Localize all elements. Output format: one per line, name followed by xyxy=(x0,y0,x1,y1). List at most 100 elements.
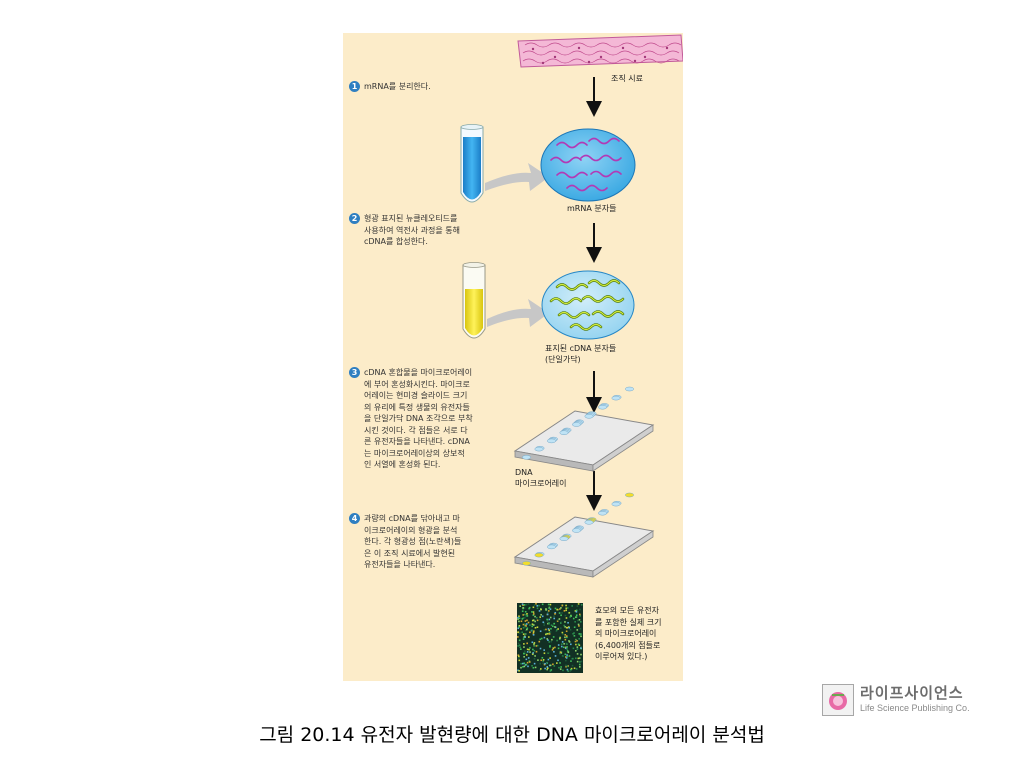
microarray-dot xyxy=(525,603,528,606)
microarray-dot xyxy=(523,604,526,606)
microarray-dot xyxy=(575,639,577,642)
microarray-dot xyxy=(517,636,519,638)
microarray-dot xyxy=(575,610,578,613)
microarray-dot xyxy=(548,629,551,632)
microarray-dot xyxy=(564,614,567,617)
microarray-dot xyxy=(541,603,544,606)
microarray-dot xyxy=(559,637,561,640)
microarray-dot xyxy=(518,632,521,634)
microarray-dot xyxy=(577,603,580,605)
microarray-dot xyxy=(524,626,526,629)
microarray-dot xyxy=(569,628,572,631)
microarray-dot xyxy=(518,659,521,662)
microarray-dot xyxy=(545,633,547,636)
microarray-dot xyxy=(556,662,558,664)
microarray-dot xyxy=(538,604,540,607)
microarray-dot xyxy=(571,605,573,607)
microarray-dot xyxy=(539,616,542,618)
microarray-dot xyxy=(518,617,521,620)
microarray-dot xyxy=(559,651,562,654)
microarray-dot xyxy=(574,620,576,623)
microarray-dot xyxy=(575,614,578,617)
microarray-dot xyxy=(566,655,569,658)
microarray-dot xyxy=(523,646,525,648)
microarray-dot xyxy=(575,668,578,670)
microarray-dot xyxy=(535,645,538,647)
microarray-dot xyxy=(533,662,536,665)
microarray-slide-hybridized xyxy=(513,492,655,578)
microarray-dot xyxy=(526,615,529,617)
microarray-dot xyxy=(563,643,565,645)
microarray-dot xyxy=(557,628,559,630)
microarray-dot xyxy=(553,615,555,618)
microarray-dot xyxy=(521,603,524,605)
microarray-dot xyxy=(527,603,530,605)
microarray-dot xyxy=(531,641,534,644)
microarray-dot xyxy=(526,627,529,630)
microarray-dot xyxy=(518,639,521,642)
dna-microarray-label: DNA 마이크로어레이 xyxy=(515,468,567,488)
microarray-dot xyxy=(548,622,550,625)
microarray-dot xyxy=(528,606,531,609)
microarray-dot xyxy=(532,613,535,615)
microarray-dot xyxy=(560,643,563,646)
microarray-dot xyxy=(517,627,520,630)
microarray-dot xyxy=(549,646,551,648)
microarray-dot xyxy=(565,665,567,668)
microarray-dot xyxy=(579,608,581,611)
microarray-dot xyxy=(543,663,546,666)
microarray-dot xyxy=(580,646,582,648)
microarray-dot xyxy=(529,647,531,649)
microarray-dot xyxy=(540,668,542,670)
microarray-dot xyxy=(539,630,542,633)
microarray-dot xyxy=(578,644,581,647)
microarray-dot xyxy=(552,625,554,628)
microarray-dot xyxy=(580,635,582,638)
cdna-test-tube xyxy=(462,262,486,339)
microarray-dot xyxy=(555,630,558,632)
microarray-dot xyxy=(568,640,570,642)
microarray-dot xyxy=(575,616,578,618)
microarray-dot xyxy=(523,616,526,619)
array-spot xyxy=(625,492,634,498)
microarray-dot xyxy=(527,657,530,659)
microarray-dot xyxy=(549,608,552,610)
publisher-name: 라이프사이언스 xyxy=(860,684,964,702)
microarray-dot xyxy=(553,665,556,667)
microarray-dot xyxy=(526,648,529,651)
microarray-dot xyxy=(554,655,557,657)
microarray-dot xyxy=(569,616,571,618)
microarray-dot xyxy=(517,642,520,645)
microarray-dot xyxy=(573,632,575,634)
mrna-test-tube xyxy=(460,124,484,203)
microarray-dot xyxy=(524,633,526,635)
microarray-dot xyxy=(564,653,567,656)
microarray-dot xyxy=(566,665,569,668)
array-spot xyxy=(522,561,531,566)
microarray-dot xyxy=(540,659,543,662)
microarray-dot xyxy=(549,664,552,667)
microarray-dot xyxy=(533,643,535,645)
microarray-dot xyxy=(575,657,577,660)
step-number: 3 xyxy=(349,367,360,378)
array-spot xyxy=(572,528,581,533)
microarray-dot xyxy=(533,645,536,647)
microarray-dot xyxy=(519,646,521,649)
microarray-dot xyxy=(569,670,572,672)
microarray-dot xyxy=(542,660,544,662)
microarray-dot xyxy=(547,639,549,642)
microarray-dot xyxy=(549,657,551,659)
microarray-dot xyxy=(580,647,582,649)
microarray-dot xyxy=(532,648,534,651)
microarray-dot xyxy=(557,619,559,621)
array-spot xyxy=(559,430,569,435)
yeast-microarray-image xyxy=(517,603,583,673)
microarray-dot xyxy=(541,656,544,659)
microarray-dot xyxy=(573,635,576,637)
microarray-dot xyxy=(548,606,551,609)
microarray-dot xyxy=(532,611,535,613)
figure-panel: 1 mRNA를 분리한다. 2 형광 표지된 뉴클레오티드를 사용하여 역전사 … xyxy=(343,33,683,681)
microarray-dot xyxy=(553,622,556,625)
microarray-dot xyxy=(532,666,535,669)
microarray-dot xyxy=(565,607,568,610)
